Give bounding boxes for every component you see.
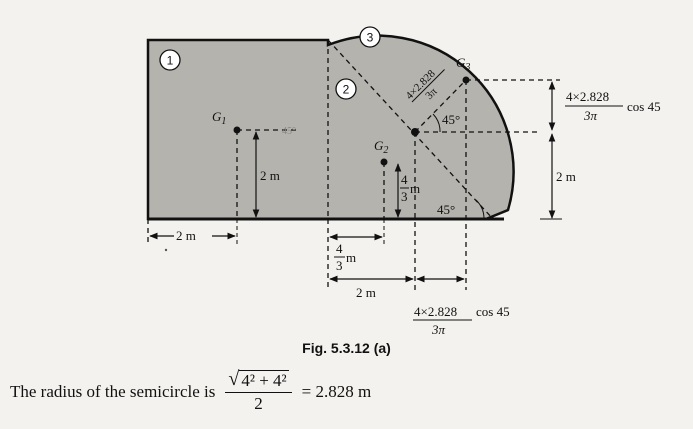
- svg-text:m: m: [346, 250, 356, 265]
- label-g2: G2: [374, 138, 388, 156]
- dim-rect-width-label: 2 m: [176, 228, 196, 243]
- centroid-g2: [380, 158, 388, 166]
- fraction-denominator: 2: [254, 394, 263, 413]
- region-marker-2: 2: [335, 78, 357, 100]
- svg-text:4: 4: [336, 241, 343, 256]
- angle-arc-top: [432, 113, 441, 133]
- dim-overall-height-label: 2 m: [556, 169, 576, 184]
- svg-text:cos 45: cos 45: [627, 99, 661, 114]
- svg-text:4: 4: [401, 172, 408, 187]
- dim-tri-y-label: 4 3 m: [400, 172, 420, 204]
- label-g3: G3: [456, 55, 470, 73]
- svg-text:3π: 3π: [583, 108, 598, 123]
- statement-prefix: The radius of the semicircle is: [10, 382, 216, 401]
- region-marker-1: 1: [159, 49, 181, 71]
- sqrt-radicand: 4² + 4²: [239, 370, 289, 390]
- statement-result: = 2.828 m: [301, 382, 372, 401]
- radius-fraction: √ 4² + 4² 2: [225, 368, 292, 414]
- label-g1: G1: [212, 109, 226, 127]
- dim-tri-x-label: 4 3 m: [334, 241, 356, 273]
- dim-semicircle-h-label: 4×2.828 3π cos 45: [413, 304, 510, 337]
- svg-text:4×2.828: 4×2.828: [566, 89, 609, 104]
- svg-text:3: 3: [367, 31, 374, 45]
- construction-lines: [147, 39, 560, 290]
- dim-semicircle-v-label: 4×2.828 3π cos 45: [565, 89, 661, 123]
- dim-rect-height-label: 2 m: [260, 168, 280, 183]
- region-marker-3: 3: [359, 26, 381, 48]
- svg-text:m: m: [410, 181, 420, 196]
- angle-top-label: 45°: [442, 112, 460, 127]
- angle-bottom-label: 45°: [437, 202, 455, 217]
- angle-arc-bottom: [475, 199, 485, 220]
- radius-statement: The radius of the semicircle is √ 4² + 4…: [10, 368, 372, 414]
- svg-text:1: 1: [167, 54, 174, 68]
- svg-text:3π: 3π: [431, 322, 446, 337]
- dim-semicircle-offset-label: 2 m: [356, 285, 376, 300]
- svg-text:3: 3: [401, 189, 408, 204]
- centroid-semicircle-center: [411, 128, 419, 136]
- sqrt-symbol: √: [228, 368, 240, 390]
- centroid-g3: [462, 76, 470, 84]
- figure-caption: Fig. 5.3.12 (a): [302, 340, 391, 356]
- centroid-g1: [233, 126, 241, 134]
- svg-text:3: 3: [336, 258, 343, 273]
- composite-area-diagram: 1 2 3 G1 G2 G3 45° 2 m 4 3 m 45° 45° 4×2…: [146, 26, 661, 337]
- faint-angle-label: 45°: [282, 126, 296, 137]
- svg-text:2: 2: [343, 83, 350, 97]
- svg-text:cos 45: cos 45: [476, 304, 510, 319]
- svg-text:4×2.828: 4×2.828: [414, 304, 457, 319]
